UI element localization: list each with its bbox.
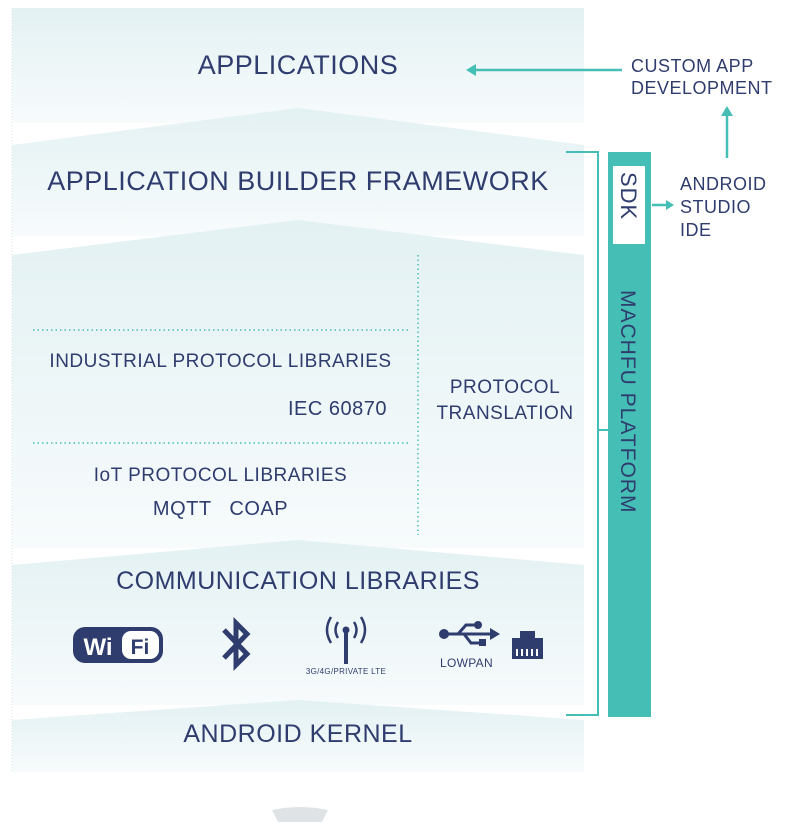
iot-libraries-title: IoT PROTOCOL LIBRARIES xyxy=(93,465,348,486)
protocol-layer-bg xyxy=(12,220,584,548)
bottom-artifact xyxy=(272,807,328,822)
protocol-translation-line1: PROTOCOL xyxy=(449,377,561,398)
sdk-label: SDK xyxy=(616,172,641,221)
industrial-libraries-title: INDUSTRIAL PROTOCOL LIBRARIES xyxy=(49,351,392,372)
protocol-translation-line2: TRANSLATION xyxy=(436,403,574,424)
machfu-platform-bar xyxy=(608,152,651,717)
android-studio-line2: STUDIO xyxy=(680,197,752,217)
machfu-platform-label: MACHFU PLATFORM xyxy=(616,290,639,514)
kernel-title: ANDROID KERNEL xyxy=(183,720,413,748)
bluetooth-icon xyxy=(220,614,252,674)
lowpan-label: LOWPAN xyxy=(440,656,493,670)
industrial-item: IEC 60870 xyxy=(288,398,388,420)
android-studio-line3: IDE xyxy=(680,220,712,240)
usb-icon xyxy=(438,620,500,654)
svg-text:Wi: Wi xyxy=(83,634,112,661)
communication-title: COMMUNICATION LIBRARIES xyxy=(116,567,480,595)
wifi-icon: Wi Fi xyxy=(72,626,164,664)
android-studio-line1: ANDROID xyxy=(680,174,767,194)
kernel-layer-bg xyxy=(12,700,584,772)
cellular-antenna-icon xyxy=(318,612,374,666)
iot-items: MQTT COAP xyxy=(152,498,289,520)
ethernet-port-icon xyxy=(512,631,543,659)
svg-text:Fi: Fi xyxy=(131,636,150,659)
applications-title: APPLICATIONS xyxy=(197,50,399,80)
applications-layer-bg xyxy=(12,8,584,123)
custom-app-line1: CUSTOM APP xyxy=(631,56,754,76)
framework-layer-bg xyxy=(12,108,584,236)
platform-bracket xyxy=(566,151,599,716)
sdk-box xyxy=(613,166,645,244)
framework-title: APPLICATION BUILDER FRAMEWORK xyxy=(47,166,549,196)
communication-layer-bg xyxy=(12,540,584,705)
cellular-label: 3G/4G/PRIVATE LTE xyxy=(305,667,387,676)
custom-app-line2: DEVELOPMENT xyxy=(631,78,773,98)
